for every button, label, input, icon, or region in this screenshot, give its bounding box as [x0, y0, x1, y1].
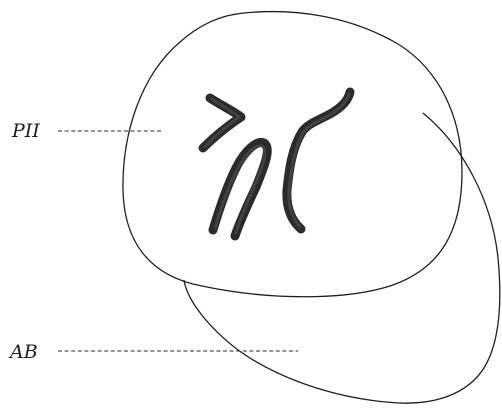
chromosome-group	[203, 92, 350, 236]
cell-ab-outline	[184, 113, 500, 403]
label-ab: AB	[8, 341, 38, 363]
chromosome-right	[287, 92, 350, 229]
label-pii: PII	[11, 120, 40, 142]
chromosome-right-core	[289, 94, 349, 227]
